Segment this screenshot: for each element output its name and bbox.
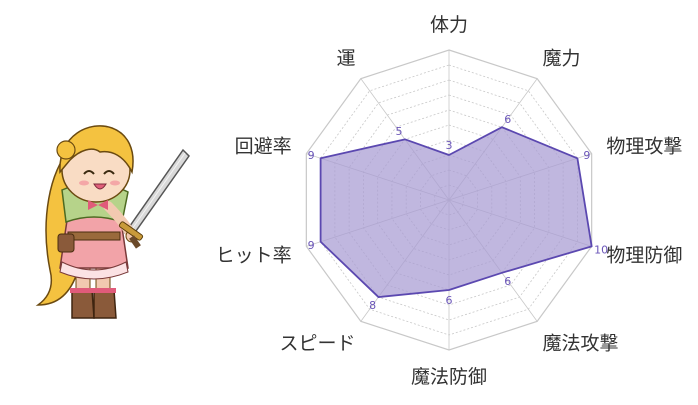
category-label: 魔力	[542, 48, 580, 70]
value-label: 9	[583, 149, 590, 162]
category-label: 物理攻撃	[606, 136, 682, 158]
category-label: スピード	[280, 332, 356, 354]
category-label: 魔法攻撃	[542, 332, 618, 354]
value-label: 5	[396, 125, 403, 138]
value-label: 9	[308, 149, 315, 162]
category-label: 体力	[430, 14, 468, 36]
value-label: 6	[504, 113, 511, 126]
value-label: 9	[308, 239, 315, 252]
value-label: 8	[369, 299, 376, 312]
radar-series	[319, 126, 593, 298]
category-label: 回避率	[235, 136, 292, 158]
category-label: 運	[337, 48, 356, 70]
series-polygon	[319, 126, 593, 298]
value-label: 6	[446, 294, 453, 307]
category-label: ヒット率	[216, 244, 292, 266]
value-label: 6	[504, 275, 511, 288]
value-label: 10	[594, 243, 608, 256]
category-label: 物理防御	[606, 244, 682, 266]
value-label: 3	[446, 139, 453, 152]
category-label: 魔法防御	[411, 366, 487, 388]
